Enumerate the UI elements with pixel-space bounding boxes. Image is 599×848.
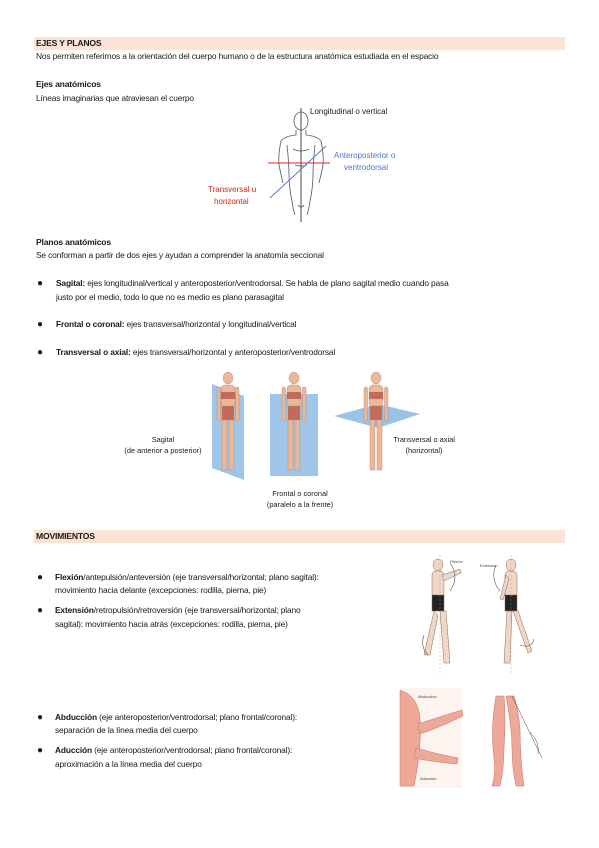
label-anteroposterior-2: ventrodorsal — [344, 163, 389, 172]
figure-label-aduccion: Aducción — [420, 776, 436, 781]
ejes-desc: Líneas imaginarias que atraviesan el cue… — [36, 93, 194, 103]
label-longitudinal: Longitudinal o vertical — [310, 107, 388, 116]
label-transversal-2: horizontal — [214, 197, 249, 206]
mov-aduccion-line2: aproximación a la línea media del cuerpo — [55, 759, 202, 769]
bullet-dot: ● — [37, 347, 44, 358]
caption-frontal-2: (paralelo a la frente) — [266, 500, 334, 509]
caption-sagital-1: Sagital — [151, 435, 175, 444]
section-title: EJES Y PLANOS — [36, 38, 102, 48]
bullet-dot: ● — [37, 278, 44, 289]
section-header-ejes-planos: EJES Y PLANOS — [34, 37, 565, 50]
mov-flexion-line2: movimiento hacia delante (excepciones: r… — [55, 585, 267, 595]
figure-label-abduccion: Abducción — [418, 694, 437, 699]
figure-label-flexion: Flexión — [450, 559, 463, 564]
intro-text: Nos permiten referirnos a la orientación… — [36, 51, 439, 61]
flexion-extension-figure: Flexión Extensión — [422, 555, 535, 673]
mov-extension-line2: sagital): movimiento hacia atrás (excepc… — [55, 619, 288, 629]
mov-aduccion: Aducción (eje anteroposterior/ventrodors… — [55, 745, 293, 755]
label-transversal-1: Transversal u — [208, 185, 257, 194]
mov-flexion: Flexión/antepulsión/anteversión (eje tra… — [55, 572, 319, 582]
bullet-dot: ● — [37, 319, 44, 330]
bullet-dot: ● — [37, 605, 44, 616]
label-anteroposterior-1: Anteroposterior o — [334, 151, 396, 160]
plano-item-axial: Transversal o axial: ejes transversal/ho… — [56, 347, 336, 357]
abduction-adduction-figure: Abducción Aducción — [399, 688, 543, 788]
plano-item-sagital: Sagital: ejes longitudinal/vertical y an… — [56, 278, 449, 288]
bullet-dot: ● — [37, 745, 44, 756]
planos-heading: Planos anatómicos — [36, 237, 111, 247]
caption-axial-1: Transversal o axial — [393, 435, 455, 444]
mov-abduccion: Abducción (eje anteroposterior/ventrodor… — [55, 712, 298, 722]
caption-sagital-2: (de anterior a posterior) — [124, 446, 202, 455]
planos-desc: Se conforman a partir de dos ejes y ayud… — [36, 250, 324, 260]
ejes-heading: Ejes anatómicos — [36, 79, 101, 89]
mov-extension: Extensión/retropulsión/retroversión (eje… — [55, 605, 301, 615]
section-title: MOVIMIENTOS — [36, 531, 95, 541]
caption-axial-2: (horizontal) — [405, 446, 443, 455]
plano-item-frontal: Frontal o coronal: ejes transversal/hori… — [56, 319, 297, 329]
figure-woman-2 — [281, 371, 307, 471]
bullet-dot: ● — [37, 572, 44, 583]
figure-label-extension: Extensión — [480, 563, 498, 568]
anteroposterior-axis-line — [269, 145, 327, 199]
caption-frontal-1: Frontal o coronal — [272, 489, 328, 498]
mov-abduccion-line2: separación de la línea media del cuerpo — [55, 725, 198, 735]
section-header-movimientos: MOVIMIENTOS — [34, 530, 565, 543]
bullet-dot: ● — [37, 712, 44, 723]
planes-figure — [212, 371, 420, 480]
plano-item-sagital-line2: justo por el medio, todo lo que no es me… — [56, 292, 284, 302]
